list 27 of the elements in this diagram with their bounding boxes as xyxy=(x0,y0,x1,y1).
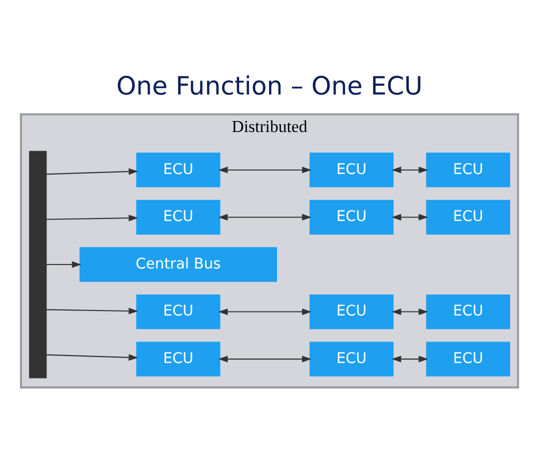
arrow xyxy=(46,260,82,268)
arrow xyxy=(218,308,312,315)
node-box: Central Bus xyxy=(80,246,277,282)
arrow xyxy=(218,355,312,362)
arrow xyxy=(46,214,138,221)
node-box: ECU xyxy=(310,199,394,234)
node-box: ECU xyxy=(310,152,394,187)
node-box: ECU xyxy=(136,294,220,329)
diagram-title: One Function – One ECU xyxy=(116,71,423,100)
arrow xyxy=(392,166,428,173)
node-box: ECU xyxy=(136,152,220,187)
arrow xyxy=(392,355,428,362)
arrow xyxy=(46,168,138,174)
arrow xyxy=(392,213,428,220)
arrow xyxy=(46,354,138,360)
node-box: ECU xyxy=(426,199,510,234)
arrow xyxy=(218,213,312,220)
arrow xyxy=(46,307,138,314)
node-box: ECU xyxy=(426,294,510,329)
arrow xyxy=(218,166,312,173)
node-box: ECU xyxy=(310,294,394,329)
node-box: ECU xyxy=(136,199,220,234)
node-box: ECU xyxy=(426,341,510,376)
arrow xyxy=(392,308,428,315)
node-box: ECU xyxy=(310,341,394,376)
node-box: ECU xyxy=(136,341,220,376)
node-box: ECU xyxy=(426,152,510,187)
